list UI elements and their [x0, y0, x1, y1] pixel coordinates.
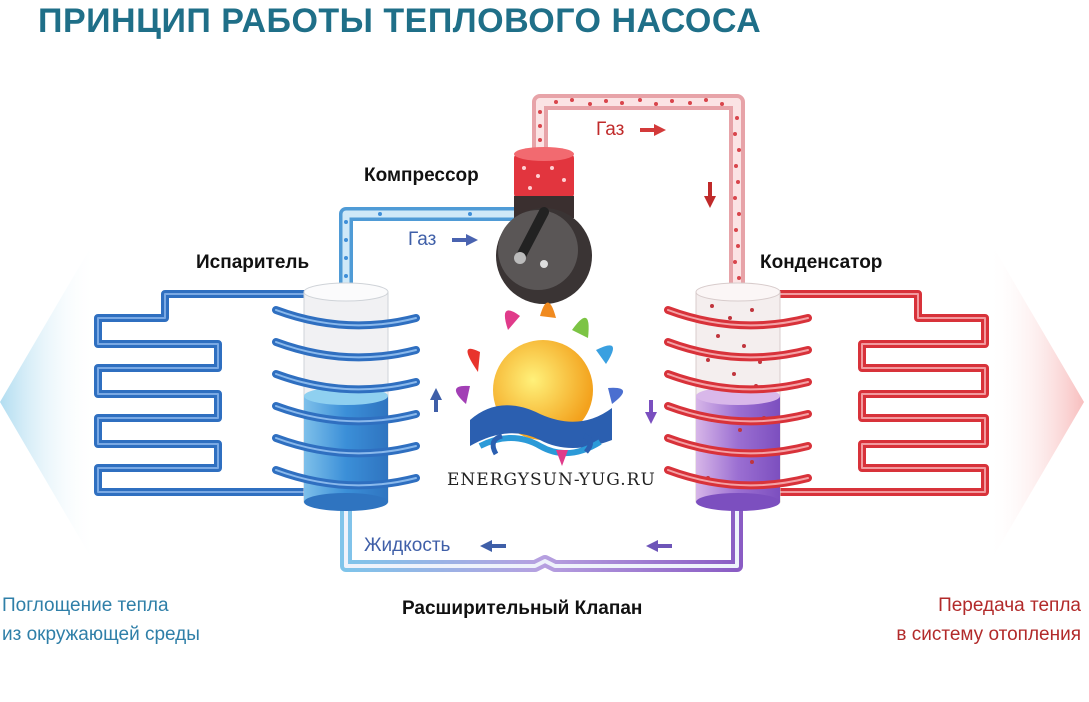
heat-absorption-arrow: [0, 238, 96, 566]
flow-arrow-down-hot: [704, 182, 716, 208]
heat-absorption-text: Поглощение тепла из окружающей среды: [2, 591, 200, 649]
compressor-label: Компрессор: [364, 165, 479, 186]
expansion-valve-label: Расширительный Клапан: [402, 598, 643, 619]
compressor: [496, 147, 592, 304]
logo-text: ENERGYSUN-YUG.RU: [447, 470, 656, 490]
condenser-label: Конденсатор: [760, 252, 883, 273]
gas-label-top: Газ: [596, 119, 625, 140]
heat-transfer-line2: в систему отопления: [896, 624, 1081, 645]
heat-transfer-text: Передача тепла в систему отопления: [896, 591, 1081, 649]
condenser-tank: [664, 282, 812, 511]
sun-logo: [455, 302, 624, 466]
page-title: ПРИНЦИП РАБОТЫ ТЕПЛОВОГО НАСОСА: [38, 2, 762, 40]
heat-absorption-line2: из окружающей среды: [2, 624, 200, 645]
evaporator-label: Испаритель: [196, 252, 310, 273]
heat-transfer-line1: Передача тепла: [938, 595, 1081, 616]
evaporator-tank: [272, 282, 420, 511]
flow-arrow-right-cold: [452, 234, 478, 246]
gas-label-left: Газ: [408, 229, 437, 250]
flow-arrow-left-mixed: [646, 540, 672, 552]
gas-bubbles: [538, 98, 741, 280]
cold-gas-pipe: [339, 207, 520, 290]
heat-transfer-arrow: [988, 238, 1084, 566]
flow-arrow-left-liquid: [480, 540, 506, 552]
heat-absorption-line1: Поглощение тепла: [2, 595, 169, 616]
liquid-label: Жидкость: [364, 535, 451, 556]
flow-arrow-up: [430, 388, 442, 412]
flow-arrow-down: [645, 400, 657, 424]
flow-arrow-right-hot: [640, 124, 666, 136]
